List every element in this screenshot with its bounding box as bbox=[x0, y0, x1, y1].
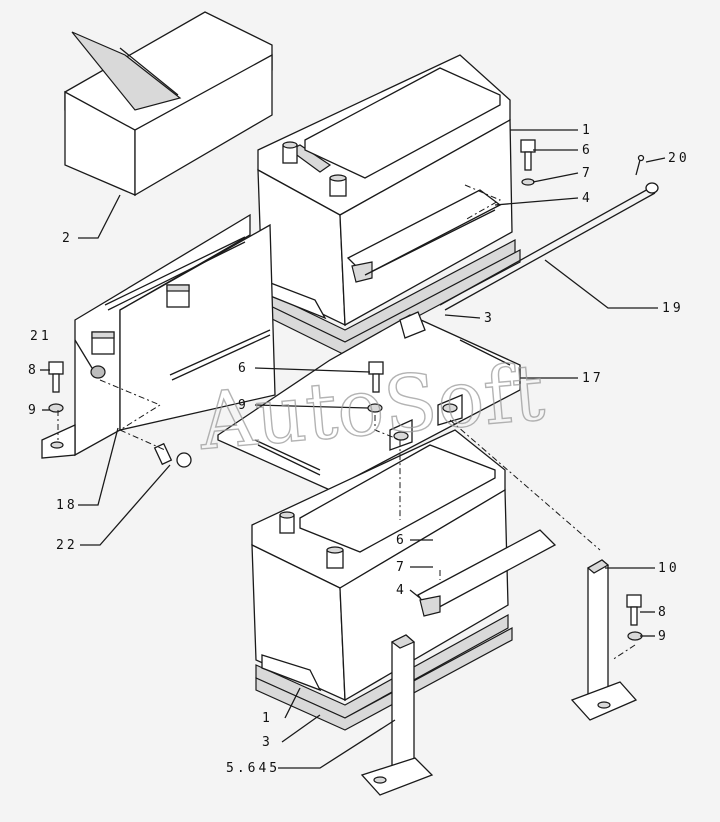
battery-cover bbox=[64, 11, 273, 197]
callout-labels: 1 6 7 4 20 2 19 3 21 8 9 6 9 17 18 22 6 … bbox=[28, 123, 690, 776]
callout-18: 18 bbox=[56, 498, 78, 513]
callout-21: 21 bbox=[30, 329, 52, 344]
callout-19: 19 bbox=[662, 301, 684, 316]
callout-8-right: 8 bbox=[658, 605, 669, 620]
bolt-6-upper bbox=[520, 139, 536, 186]
callout-4-lower: 4 bbox=[396, 583, 407, 598]
callout-20: 20 bbox=[668, 151, 690, 166]
callout-6-lower: 6 bbox=[396, 533, 407, 548]
callout-9-right: 9 bbox=[658, 629, 669, 644]
callout-6-middle: 6 bbox=[238, 361, 249, 376]
callout-1-lower: 1 bbox=[262, 711, 273, 726]
assembly-centerlines bbox=[57, 184, 636, 661]
support-post-right bbox=[570, 559, 638, 721]
callout-8-left: 8 bbox=[28, 363, 39, 378]
callout-3-upper: 3 bbox=[484, 311, 495, 326]
callout-10: 10 bbox=[658, 561, 680, 576]
mounting-frame bbox=[41, 213, 276, 459]
hold-down-rod bbox=[439, 154, 659, 311]
callout-9-middle: 9 bbox=[238, 398, 249, 413]
callout-9-left: 9 bbox=[28, 403, 39, 418]
bolt-8-left bbox=[48, 361, 64, 413]
leader-lines bbox=[40, 129, 666, 769]
callout-17: 17 bbox=[582, 371, 604, 386]
bolt-6-middle bbox=[367, 361, 384, 413]
callout-1-upper: 1 bbox=[582, 123, 593, 138]
callout-2: 2 bbox=[62, 231, 73, 246]
callout-22: 22 bbox=[56, 538, 78, 553]
callout-7-upper: 7 bbox=[582, 166, 593, 181]
upper-battery bbox=[257, 54, 516, 343]
nut-21 bbox=[90, 365, 106, 379]
bolt-22 bbox=[153, 442, 192, 468]
callout-3-lower: 3 bbox=[262, 735, 273, 750]
callout-6-upper: 6 bbox=[582, 143, 593, 158]
callout-4-upper: 4 bbox=[582, 191, 593, 206]
bolt-8-right bbox=[626, 594, 643, 641]
callout-7-lower: 7 bbox=[396, 560, 407, 575]
support-plate bbox=[217, 311, 521, 491]
callout-5645: 5.645 bbox=[226, 761, 280, 776]
lower-battery-tray bbox=[255, 626, 513, 731]
lower-battery bbox=[251, 429, 557, 719]
support-post-left bbox=[360, 634, 434, 796]
